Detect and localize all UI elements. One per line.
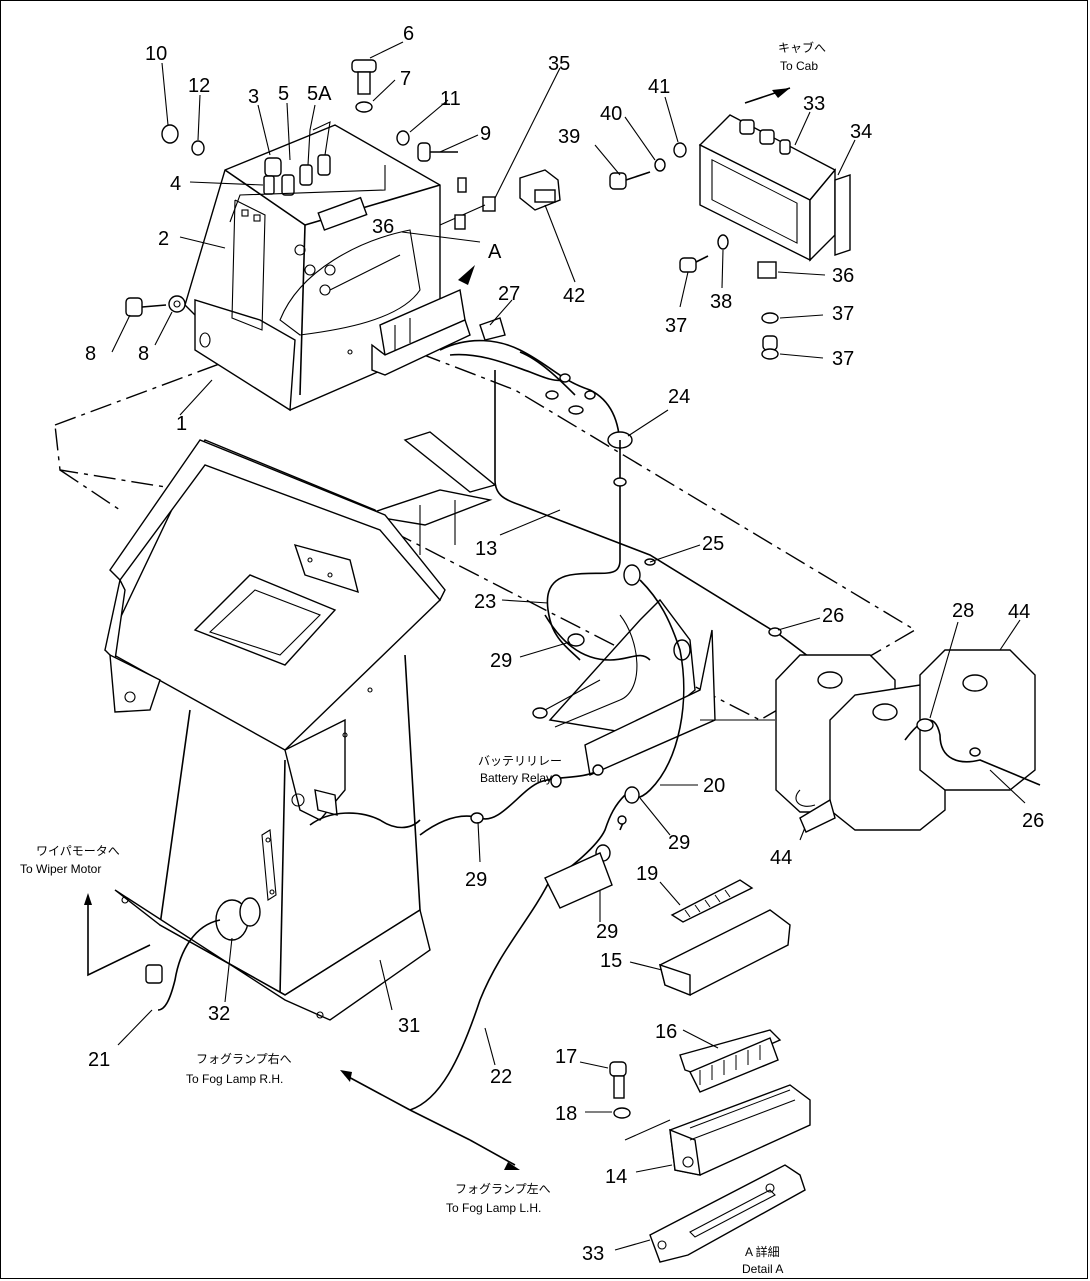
callout-44a: 44 <box>1008 601 1030 623</box>
callout-37a: 38 <box>710 291 732 313</box>
controller-unit <box>698 87 851 262</box>
callout-1: 1 <box>176 413 187 435</box>
callout-9: 8 <box>138 343 149 365</box>
callout-30: 31 <box>398 1015 420 1037</box>
note-to-cab-jp: キャブへ <box>778 40 826 55</box>
note-fog-l-jp: フォグランプ左へ <box>455 1181 551 1196</box>
callout-11: 10 <box>145 43 167 65</box>
annotation-notes: キャブへ To Cab バッテリリレー Battery Relay ワイパモータ… <box>20 40 826 1276</box>
callout-10: 9 <box>480 123 491 145</box>
callout-33: 33 <box>803 93 825 115</box>
note-detail-en: Detail A <box>742 1262 783 1276</box>
callout-26a: 25 <box>702 533 724 555</box>
callout-23: 22 <box>490 1066 512 1088</box>
callout-5: 5 <box>278 83 289 105</box>
callout-4: 4 <box>170 173 181 195</box>
note-battery-relay-jp: バッテリリレー <box>478 754 562 768</box>
callout-31: 32 <box>208 1003 230 1025</box>
leader-lines <box>111 41 1026 1251</box>
callout-27: 27 <box>498 283 520 305</box>
callout-7: 7 <box>400 68 411 90</box>
note-detail-jp: A 詳細 <box>745 1244 780 1259</box>
fuse-boxes <box>609 879 811 1263</box>
callout-35: 36 <box>832 265 854 287</box>
callout-41: 42 <box>563 285 585 307</box>
relay-41 <box>519 169 561 211</box>
callout-32: 33 <box>582 1243 604 1265</box>
note-wiper-jp: ワイパモータへ <box>36 844 120 858</box>
callout-36b: 37 <box>832 348 854 370</box>
note-to-cab-en: To Cab <box>780 59 818 73</box>
callout-29b: 29 <box>668 832 690 854</box>
note-battery-relay-en: Battery Relay <box>480 771 552 785</box>
fasteners-right <box>609 142 779 360</box>
pedestal <box>104 439 446 1021</box>
callout-25: 24 <box>668 386 690 408</box>
callout-29a: 29 <box>490 650 512 672</box>
callout-8: 8 <box>85 343 96 365</box>
note-fog-r-en: To Fog Lamp R.H. <box>186 1072 283 1086</box>
callout-43: 36 <box>372 216 394 238</box>
switch-panel-box <box>184 124 441 412</box>
note-fog-r-jp: フォグランプ右へ <box>196 1051 292 1066</box>
callout-39: 40 <box>600 103 622 125</box>
callout-44b: 44 <box>770 847 792 869</box>
callout-19: 18 <box>555 1103 577 1125</box>
callout-42: 35 <box>548 53 570 75</box>
callout-2: 2 <box>158 228 169 250</box>
callout-22: 21 <box>88 1049 110 1071</box>
callout-34: 34 <box>850 121 872 143</box>
callout-29c: 29 <box>465 869 487 891</box>
note-wiper-en: To Wiper Motor <box>20 862 101 876</box>
callout-15: 14 <box>605 1166 627 1188</box>
callout-18: 17 <box>555 1046 577 1068</box>
callout-21: 20 <box>703 775 725 797</box>
wiper-arrow <box>84 893 151 977</box>
callout-26b: 26 <box>822 605 844 627</box>
callout-29d: 29 <box>596 921 618 943</box>
lower-harness <box>340 764 640 1170</box>
battery-relay-area <box>532 564 716 800</box>
callout-12: 11 <box>440 88 461 110</box>
callout-28: 28 <box>952 600 974 622</box>
callout-38: 39 <box>558 126 580 148</box>
note-fog-l-en: To Fog Lamp L.H. <box>446 1201 541 1215</box>
callout-13: 12 <box>188 75 210 97</box>
callout-14: 13 <box>475 538 497 560</box>
callout-6: 6 <box>403 23 414 45</box>
callout-3: 3 <box>248 86 259 108</box>
callout-labels: 10 12 3 5 5A 4 2 6 7 11 9 35 8 8 36 1 A … <box>85 23 1044 1265</box>
callout-5A: 5A <box>307 83 332 105</box>
callout-20: 19 <box>636 863 658 885</box>
callout-16: 15 <box>600 950 622 972</box>
callout-36a: 37 <box>665 315 687 337</box>
callout-17: 16 <box>655 1021 677 1043</box>
callout-24: 23 <box>474 591 496 613</box>
callout-40: 41 <box>648 76 670 98</box>
callout-26c: 26 <box>1022 810 1044 832</box>
main-harness <box>371 265 846 686</box>
batteries <box>700 649 1041 831</box>
fasteners-top <box>125 59 496 317</box>
callout-37b: 37 <box>832 303 854 325</box>
view-marker-a: A <box>488 241 502 263</box>
bracket-pieces <box>364 431 497 555</box>
